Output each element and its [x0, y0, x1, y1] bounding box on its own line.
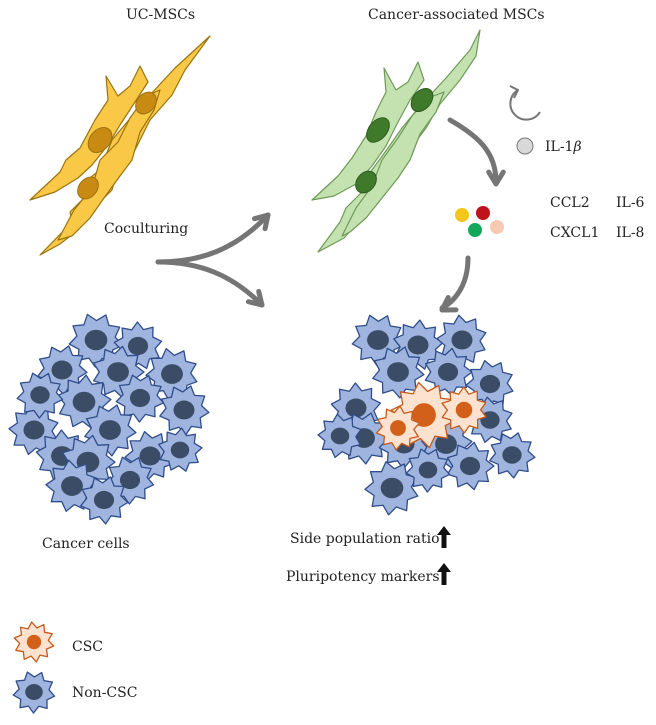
feedback-loop-arrow — [509, 89, 541, 121]
coculturing-arrow-down — [155, 259, 265, 308]
non-csc-nucleus — [93, 490, 115, 510]
side-population-label: Side population ratio — [290, 531, 440, 547]
cytokine-dot-red — [476, 206, 490, 220]
non-csc-nucleus — [367, 330, 389, 350]
increase-arrow-icon — [437, 563, 451, 585]
il1b-prefix: IL-1 — [545, 139, 574, 155]
non-csc-nucleus — [380, 477, 404, 499]
non-csc-nucleus — [451, 330, 473, 350]
uc-msc-cell — [29, 65, 149, 201]
non-csc-nucleus — [30, 386, 50, 404]
non-csc-nucleus — [129, 388, 151, 408]
cytokine-dots — [455, 137, 534, 237]
cancer-associated-msc-nucleus — [410, 87, 434, 113]
non-csc-nucleus — [161, 364, 183, 384]
il1b-beta: β — [573, 139, 582, 155]
pluripotency-label: Pluripotency markers — [286, 569, 440, 585]
cancer-cell-cluster — [8, 313, 210, 525]
non-csc-nucleus — [72, 391, 96, 413]
il1b-dot — [516, 137, 534, 155]
uc-msc-cell — [57, 89, 161, 241]
non-csc-nucleus — [170, 441, 190, 459]
non-csc-nucleus — [127, 336, 149, 356]
arrows — [155, 85, 541, 313]
cancer-cell-cluster-with-csc — [317, 314, 536, 516]
uc-msc-cells — [29, 35, 211, 256]
non-csc-nucleus — [173, 400, 195, 420]
cancer-associated-msc-cells — [311, 29, 481, 253]
non-csc-nucleus — [139, 446, 161, 466]
cancer-associated-msc-nucleus — [355, 170, 377, 194]
non-csc-nucleus — [61, 476, 83, 496]
non-csc-nucleus — [23, 420, 45, 440]
non-csc-nucleus — [435, 434, 457, 454]
legend-noncsc-label: Non-CSC — [72, 685, 138, 701]
non-csc-nucleus — [418, 461, 438, 479]
il6-label: IL-6 — [616, 195, 645, 211]
secretion-arrow — [447, 117, 499, 185]
cancer-associated-mscs-label: Cancer-associated MSCs — [368, 7, 545, 23]
non-csc-nucleus — [107, 362, 129, 382]
non-csc-nucleus — [84, 329, 108, 351]
il1b-label: IL-1β — [545, 140, 582, 154]
arrow-head — [439, 295, 459, 313]
legend-csc-label: CSC — [72, 639, 104, 655]
non-csc-nucleus — [99, 420, 121, 440]
cytokine-dot-green — [468, 223, 482, 237]
cancer-associated-msc-cell — [341, 91, 445, 237]
non-csc-nucleus — [437, 362, 459, 382]
cxcl1-label: CXCL1 — [550, 225, 600, 241]
csc-nucleus — [26, 634, 42, 650]
coculturing-label: Coculturing — [104, 221, 189, 237]
non-csc-nucleus — [407, 335, 429, 355]
uc-msc-nucleus — [135, 91, 157, 115]
cytokine-dot-yellow — [455, 208, 469, 222]
csc-nucleus — [455, 401, 473, 419]
cancer-cells-label: Cancer cells — [42, 536, 130, 552]
legend-icons — [12, 621, 56, 714]
cancer-associated-msc-nucleus — [366, 117, 390, 143]
uc-msc-nucleus — [87, 126, 113, 154]
csc-nucleus — [390, 420, 406, 436]
non-csc-nucleus — [387, 362, 409, 382]
non-csc-nucleus — [459, 456, 481, 476]
non-csc-nucleus — [502, 446, 522, 464]
non-csc-nucleus — [51, 360, 73, 380]
non-csc-nucleus — [25, 684, 43, 700]
non-csc-nucleus — [330, 427, 350, 445]
arrow-head — [486, 169, 506, 187]
arrow-head — [245, 288, 265, 308]
uc-mscs-label: UC-MSCs — [126, 7, 196, 23]
non-csc-nucleus — [345, 398, 367, 418]
increase-arrow-icon — [437, 526, 451, 548]
arrow-head — [252, 212, 271, 232]
non-csc-nucleus — [119, 470, 141, 490]
feedback-loop-arrow-head — [509, 85, 519, 99]
cancer-associated-msc-cell — [311, 61, 425, 201]
il8-label: IL-8 — [616, 225, 645, 241]
non-csc-nucleus — [479, 374, 501, 394]
cytokine-dot-peach — [490, 220, 504, 234]
ccl2-label: CCL2 — [550, 195, 590, 211]
csc-nucleus — [412, 403, 436, 427]
uc-msc-nucleus — [77, 176, 99, 200]
